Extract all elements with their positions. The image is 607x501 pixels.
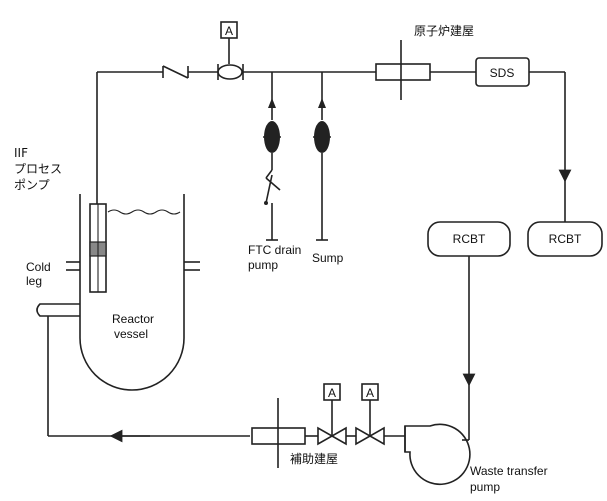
reactor-vessel-label-line2: vessel bbox=[114, 327, 149, 341]
analyzer-top-text: A bbox=[225, 24, 233, 38]
rcbt-right-text: RCBT bbox=[549, 232, 582, 246]
reactor-vessel-label-line1: Reactor bbox=[112, 312, 155, 326]
waste-transfer-pump-label-line1: Waste transfer bbox=[470, 464, 548, 478]
reactor-building-label: 原子炉建屋 bbox=[414, 24, 475, 38]
cold-leg-pipe bbox=[36, 303, 80, 436]
sump-label: Sump bbox=[312, 251, 344, 265]
check-valve-top bbox=[162, 65, 189, 79]
analyzer-bottom-1-text: A bbox=[328, 386, 336, 400]
auxiliary-building-label: 補助建屋 bbox=[290, 452, 339, 466]
ftc-drain-pump-label-line1: FTC drain bbox=[248, 243, 302, 257]
iif-pump-column bbox=[89, 203, 107, 293]
reactor-vessel bbox=[66, 194, 200, 391]
iif-label-line1: IIF bbox=[14, 146, 28, 160]
cold-leg-label-line2: leg bbox=[26, 274, 43, 288]
rcbt-left-box: RCBT bbox=[427, 221, 511, 257]
rcbt-left-text: RCBT bbox=[453, 232, 486, 246]
waste-transfer-pump bbox=[404, 423, 471, 486]
valve-bottom-2: A bbox=[355, 383, 385, 446]
rcbt-right-box: RCBT bbox=[527, 221, 603, 257]
sump-branch bbox=[313, 72, 331, 241]
iif-label-line3: ポンプ bbox=[14, 178, 50, 192]
penetration-bottom bbox=[251, 398, 306, 468]
penetration-top bbox=[375, 40, 431, 100]
iif-label-line2: プロセス bbox=[14, 162, 63, 176]
sds-box: SDS bbox=[475, 57, 530, 87]
sds-text: SDS bbox=[490, 66, 515, 80]
analyzer-bottom-2-text: A bbox=[366, 386, 374, 400]
cold-leg-label-line1: Cold bbox=[26, 260, 51, 274]
valve-bottom-1: A bbox=[317, 383, 347, 446]
ftc-drain-pump-label-line2: pump bbox=[248, 258, 279, 272]
waste-transfer-pump-label-line2: pump bbox=[470, 480, 501, 494]
analyzer-top: A bbox=[217, 21, 244, 80]
ftc-branch bbox=[263, 72, 281, 241]
